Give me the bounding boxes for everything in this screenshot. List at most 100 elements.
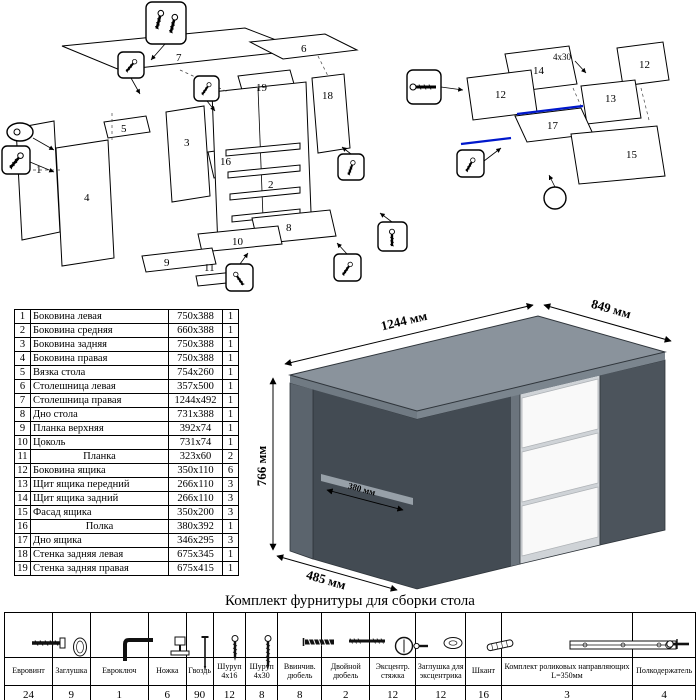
hardware-qty: 9 [52, 685, 91, 700]
part-size: 675x415 [168, 561, 223, 576]
hardware-qty: 16 [465, 685, 502, 700]
hardware-qty: 4 [632, 685, 696, 700]
dim-side: 485 мм [305, 567, 348, 593]
part-label: 14 [533, 65, 545, 77]
part-label: 9 [164, 257, 170, 269]
pedestal-side [599, 359, 666, 546]
part-size: 750x388 [168, 309, 223, 324]
part-name: Щит ящика передний [30, 477, 169, 492]
part-name: Цоколь [30, 435, 169, 450]
part-label: 2 [268, 179, 274, 191]
hardware-qty: 12 [212, 685, 247, 700]
hardware-icon-cell [4, 612, 65, 658]
part-label: 13 [605, 93, 617, 105]
hardware-table: Евровинт Заглушка Евроключ Ножка Гвоздь … [4, 612, 696, 700]
part-size: 750x388 [168, 351, 223, 366]
part-label: 4 [84, 192, 90, 204]
nail-icon [201, 636, 209, 671]
part-size: 392x74 [168, 421, 223, 436]
part-size: 357x500 [168, 379, 223, 394]
part-label: 1 [36, 164, 42, 176]
desk-middle-panel [511, 394, 520, 566]
part-label: 12 [639, 59, 650, 71]
foot-icon [170, 636, 190, 656]
cam-lock-icon [394, 636, 428, 656]
drawer-front [521, 486, 599, 557]
part-qty: 2 [222, 449, 239, 464]
desk-left-panel [289, 382, 314, 560]
hardware-qty: 6 [148, 685, 187, 700]
part-label: 7 [176, 52, 182, 64]
part-number-labels: 14 12 12 13 17 15 4x30 [495, 52, 650, 161]
part-num: 17 [14, 533, 31, 548]
dim-line-width [284, 303, 534, 366]
part-name: Боковина левая [30, 309, 169, 324]
part-size: 731x74 [168, 435, 223, 450]
part-qty: 3 [222, 491, 239, 506]
dim-line-shelf [326, 488, 404, 512]
hardware-name: Шуруп 4x16 [212, 657, 247, 686]
part-size: 380x392 [168, 519, 223, 534]
part-num: 18 [14, 547, 31, 562]
part-qty: 1 [222, 365, 239, 380]
part-qty: 6 [222, 463, 239, 478]
part-label: 18 [322, 90, 334, 102]
part-name: Планка [30, 449, 169, 464]
part-size: 323x60 [168, 449, 223, 464]
hardware-name: Эксцентр. стяжка [369, 657, 417, 686]
part-name: Дно ящика [30, 533, 169, 548]
part-num: 3 [14, 337, 31, 352]
part-name: Стенка задняя правая [30, 561, 169, 576]
part-label: 6 [301, 43, 307, 55]
hardware-qty: 90 [185, 685, 214, 700]
part-size: 350x200 [168, 505, 223, 520]
hardware-icon-cell [148, 612, 190, 658]
part-qty: 1 [222, 351, 239, 366]
desk-kneehole [312, 388, 521, 590]
dim-height: 766 мм [255, 446, 269, 487]
part-size: 675x345 [168, 547, 223, 562]
part-num: 6 [14, 379, 31, 394]
part-name: Боковина правая [30, 351, 169, 366]
part-label: 17 [547, 120, 559, 132]
part-num: 11 [14, 449, 31, 464]
dim-depth: 849 мм [590, 298, 633, 321]
hardware-icon-cell [277, 612, 334, 658]
part-qty: 1 [222, 561, 239, 576]
hardware-icons-row [4, 612, 696, 671]
hardware-icon-cell [212, 612, 247, 661]
confirmat-screw-icon [31, 637, 65, 649]
part-num: 7 [14, 393, 31, 408]
hardware-name: Евровинт [4, 657, 53, 686]
part-num: 14 [14, 491, 31, 506]
cap-icon [73, 637, 88, 657]
part-label: 5 [121, 123, 127, 135]
hardware-name: Ввинчив. дюбель [277, 657, 323, 686]
part-name: Боковина ящика [30, 463, 169, 478]
part-num: 19 [14, 561, 31, 576]
part-qty: 1 [222, 323, 239, 338]
part-num: 2 [14, 323, 31, 338]
part-name: Щит ящика задний [30, 491, 169, 506]
part-qty: 3 [222, 477, 239, 492]
desk-render: 1244 мм 849 мм 766 мм 380 мм 485 мм [255, 298, 672, 593]
hardware-icon-cell [500, 612, 677, 658]
part-name: Боковина средняя [30, 323, 169, 338]
hardware-qty: 12 [369, 685, 417, 700]
part-label: 11 [204, 262, 215, 274]
part-qty: 1 [222, 421, 239, 436]
part-size: 1244x492 [168, 393, 223, 408]
hardware-icon-cell [245, 612, 279, 670]
part-num: 8 [14, 407, 31, 422]
drawer-slide-highlight [460, 136, 512, 146]
dim-line-depth [543, 303, 672, 343]
